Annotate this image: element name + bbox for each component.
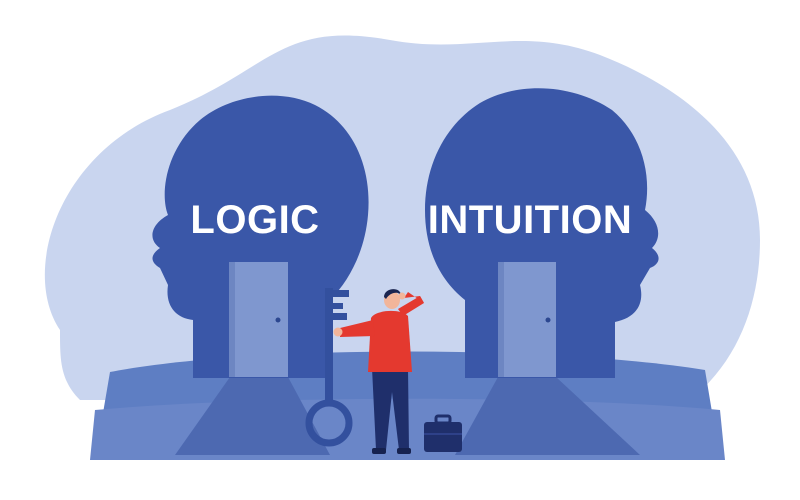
left-head-label: LOGIC (190, 198, 319, 242)
right-head-label: INTUITION (428, 198, 632, 242)
right-door-shadow (498, 262, 504, 377)
man-pants (372, 368, 409, 450)
right-head-silhouette (425, 88, 659, 378)
man-arm-right (398, 296, 424, 316)
man-forearm-right (404, 292, 424, 303)
man-shoe-right (397, 448, 411, 454)
man-arm-left (340, 320, 375, 337)
man-shoe-left (372, 448, 386, 454)
right-door-path (455, 377, 640, 455)
right-door-knob (545, 317, 551, 323)
man-hand-right (398, 292, 406, 300)
key-icon (305, 288, 353, 447)
businessman-figure (333, 289, 424, 454)
left-door-path (175, 377, 330, 455)
left-door-shadow (229, 262, 235, 377)
briefcase-icon (424, 414, 462, 452)
man-jacket (368, 310, 412, 372)
man-hand-left (333, 327, 343, 337)
left-head-silhouette (152, 95, 369, 379)
left-door-knob (275, 317, 281, 323)
man-hair (384, 289, 401, 299)
